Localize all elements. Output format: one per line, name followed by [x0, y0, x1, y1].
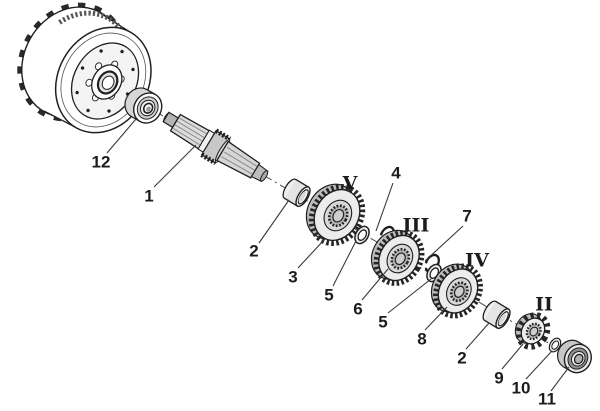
leader-2-second — [465, 322, 490, 350]
leader-12 — [106, 118, 137, 154]
callout-12: 12 — [91, 152, 111, 172]
gear-iii-item-6 — [370, 229, 425, 286]
leader-5-second — [387, 278, 432, 314]
gear-v-item-3 — [305, 183, 366, 246]
leader-4 — [375, 182, 394, 232]
callout-10: 10 — [511, 378, 531, 398]
callout-roman-v: V — [342, 172, 358, 195]
leader-9 — [501, 343, 524, 370]
callout-roman-iii: III — [402, 214, 430, 237]
clutch-housing — [17, 2, 152, 134]
leader-5-first — [332, 240, 357, 287]
callout-1: 1 — [144, 186, 154, 206]
leader-1 — [153, 144, 197, 188]
callout-8: 8 — [417, 329, 427, 349]
callout-6: 6 — [353, 299, 363, 319]
leader-2-first — [258, 199, 290, 244]
bush-item-2-second — [479, 298, 514, 332]
gear-iv-item-8 — [430, 263, 483, 319]
gear-ii-item-9 — [514, 312, 551, 350]
leader-11 — [550, 366, 570, 392]
callout-2-second: 2 — [457, 348, 467, 368]
callout-2-first: 2 — [249, 241, 259, 261]
primary-shaft-item-1 — [162, 111, 269, 183]
leader-6 — [361, 268, 389, 301]
callout-11: 11 — [538, 389, 556, 409]
callout-9: 9 — [494, 368, 504, 388]
callout-roman-iv: IV — [465, 249, 489, 272]
callout-7: 7 — [462, 206, 472, 226]
callout-roman-ii: II — [535, 293, 553, 316]
bush-item-2-first — [279, 176, 314, 210]
leader-7 — [424, 225, 464, 262]
leader-3 — [297, 239, 325, 269]
callout-5-first: 5 — [324, 285, 334, 305]
leader-8 — [424, 306, 448, 331]
bearing-item-12 — [124, 87, 163, 124]
callout-4: 4 — [391, 163, 401, 183]
leader-lines — [106, 118, 570, 392]
bearing-item-11 — [556, 339, 592, 374]
callout-3: 3 — [288, 267, 298, 287]
callout-5-second: 5 — [378, 312, 388, 332]
leader-10 — [525, 351, 552, 380]
